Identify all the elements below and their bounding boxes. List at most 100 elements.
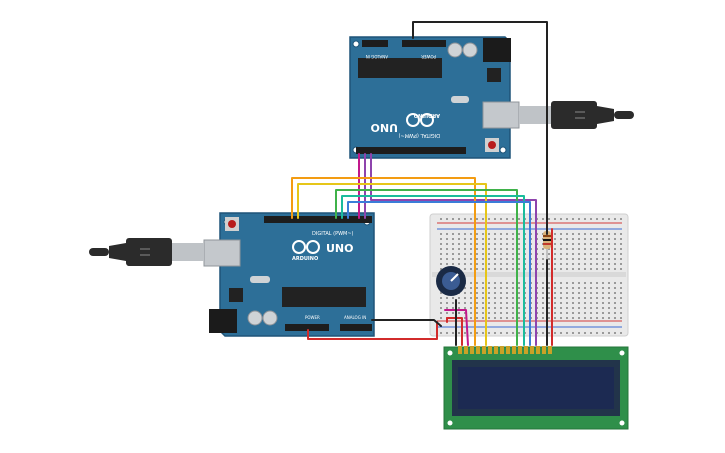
arduino-infinity-icon <box>406 113 434 127</box>
breadboard-hole <box>572 312 574 314</box>
breadboard-hole <box>590 312 592 314</box>
lcd-pin <box>542 346 546 354</box>
breadboard-hole <box>506 238 508 240</box>
breadboard-hole <box>620 287 622 289</box>
breadboard-hole <box>518 292 520 294</box>
breadboard-hole <box>596 332 598 334</box>
breadboard-hole <box>596 312 598 314</box>
breadboard-hole <box>452 332 454 334</box>
breadboard-hole <box>482 307 484 309</box>
breadboard-hole <box>572 218 574 220</box>
potentiometer-icon[interactable] <box>436 266 466 296</box>
breadboard-hole <box>500 243 502 245</box>
voltage-regulator <box>487 68 501 82</box>
breadboard-hole <box>614 258 616 260</box>
usb-icon <box>126 238 172 266</box>
lcd-pin <box>494 346 498 354</box>
lcd-pin <box>470 346 474 354</box>
breadboard-hole <box>458 297 460 299</box>
breadboard-hole <box>614 248 616 250</box>
analog-header <box>340 324 372 331</box>
breadboard-hole <box>572 263 574 265</box>
breadboard-hole <box>446 238 448 240</box>
breadboard-hole <box>500 253 502 255</box>
breadboard-hole <box>476 282 478 284</box>
breadboard-hole <box>506 317 508 319</box>
wire-green <box>335 189 518 346</box>
usb-cable-right <box>519 101 634 129</box>
breadboard-hole <box>608 307 610 309</box>
breadboard-hole <box>440 243 442 245</box>
breadboard-hole <box>542 292 544 294</box>
breadboard-hole <box>518 287 520 289</box>
breadboard-hole <box>578 312 580 314</box>
breadboard-hole <box>602 282 604 284</box>
breadboard-hole <box>572 258 574 260</box>
breadboard-hole <box>572 332 574 334</box>
breadboard-hole <box>608 332 610 334</box>
breadboard-hole <box>578 307 580 309</box>
breadboard-hole <box>554 292 556 294</box>
breadboard-hole <box>512 253 514 255</box>
breadboard-hole <box>470 243 472 245</box>
breadboard-hole <box>488 282 490 284</box>
breadboard-hole <box>560 248 562 250</box>
breadboard-hole <box>614 312 616 314</box>
breadboard-hole <box>602 218 604 220</box>
breadboard-hole <box>548 248 550 250</box>
breadboard-hole <box>596 292 598 294</box>
breadboard-hole <box>614 243 616 245</box>
breadboard-hole <box>518 238 520 240</box>
breadboard-hole <box>506 258 508 260</box>
breadboard-hole <box>458 243 460 245</box>
breadboard-hole <box>470 302 472 304</box>
breadboard-hole <box>578 253 580 255</box>
breadboard-hole <box>494 282 496 284</box>
breadboard-hole <box>518 302 520 304</box>
board-bottom-digital-label: DIGITAL (PWM~) <box>312 231 354 237</box>
breadboard-hole <box>446 312 448 314</box>
breadboard-hole <box>506 263 508 265</box>
breadboard-hole <box>440 302 442 304</box>
breadboard-hole <box>500 332 502 334</box>
breadboard-hole <box>620 282 622 284</box>
breadboard-hole <box>590 287 592 289</box>
breadboard-hole <box>494 332 496 334</box>
breadboard-hole <box>458 238 460 240</box>
breadboard-hole <box>500 317 502 319</box>
breadboard-hole <box>614 263 616 265</box>
breadboard-hole <box>440 312 442 314</box>
breadboard-hole <box>614 297 616 299</box>
breadboard-hole <box>458 332 460 334</box>
breadboard-hole <box>470 297 472 299</box>
breadboard-hole <box>512 287 514 289</box>
breadboard-hole <box>590 297 592 299</box>
breadboard-hole <box>590 248 592 250</box>
breadboard-hole <box>464 297 466 299</box>
breadboard-hole <box>584 307 586 309</box>
breadboard-hole <box>620 238 622 240</box>
breadboard-hole <box>518 332 520 334</box>
breadboard-hole <box>548 287 550 289</box>
board-bottom-power-label: POWER <box>305 315 320 320</box>
breadboard-hole <box>584 292 586 294</box>
breadboard-hole <box>470 248 472 250</box>
breadboard-hole <box>554 312 556 314</box>
breadboard-hole <box>548 307 550 309</box>
wire-blue <box>347 201 531 346</box>
breadboard-hole <box>518 218 520 220</box>
breadboard-hole <box>464 307 466 309</box>
breadboard-hole <box>482 248 484 250</box>
breadboard-hole <box>470 258 472 260</box>
breadboard-hole <box>548 268 550 270</box>
breadboard-hole <box>620 297 622 299</box>
atmega-chip <box>282 287 366 307</box>
breadboard-hole <box>494 218 496 220</box>
breadboard-hole <box>542 253 544 255</box>
lcd-pin <box>524 346 528 354</box>
breadboard-hole <box>458 258 460 260</box>
crystal <box>451 96 469 103</box>
breadboard-hole <box>452 312 454 314</box>
breadboard-hole <box>446 248 448 250</box>
breadboard-hole <box>542 297 544 299</box>
